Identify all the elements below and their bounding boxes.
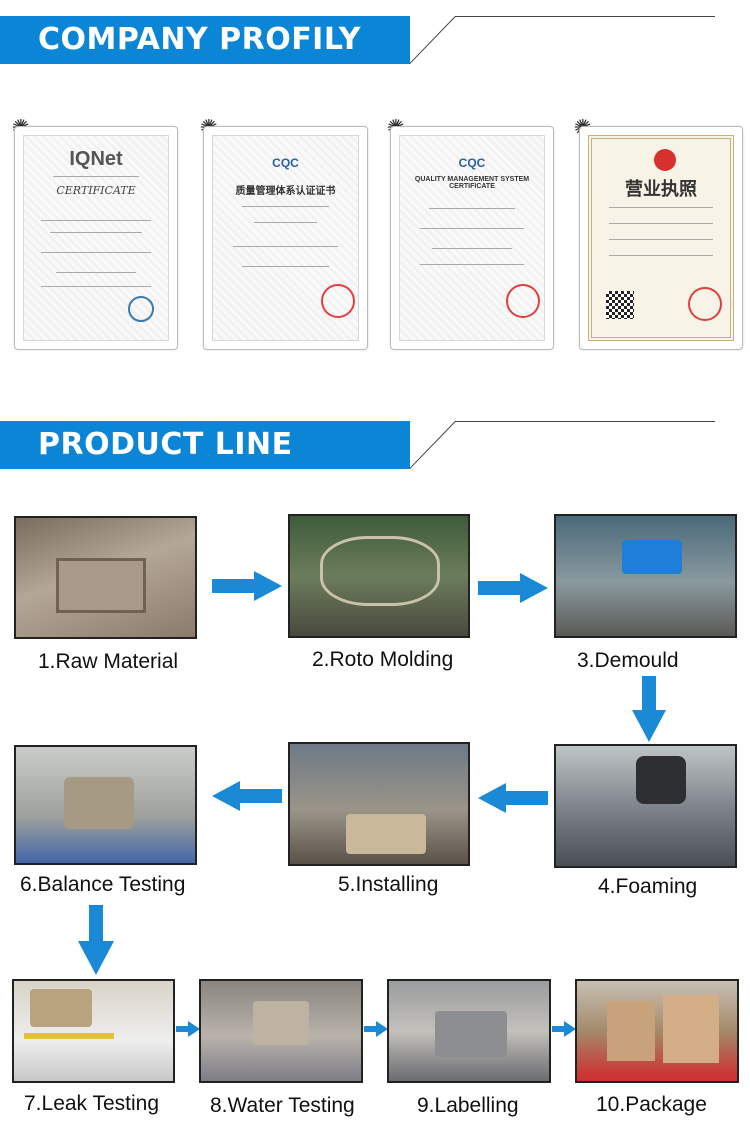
certificate-title: QUALITY MANAGEMENT SYSTEM CERTIFICATE xyxy=(414,176,530,190)
step-label: 4.Foaming xyxy=(598,875,698,898)
banner-rule xyxy=(455,421,715,422)
divider xyxy=(608,239,714,240)
emblem-icon xyxy=(654,149,676,171)
banner-rule xyxy=(455,16,715,17)
divider xyxy=(49,232,143,233)
arrow-right-small-icon xyxy=(364,1021,388,1037)
divider xyxy=(420,228,524,229)
photo-balance-testing xyxy=(14,745,197,865)
divider xyxy=(242,206,329,207)
arrow-down-icon xyxy=(632,676,666,744)
photo-package xyxy=(575,979,739,1083)
arrow-right-icon xyxy=(478,573,548,603)
photo-roto-molding xyxy=(288,514,470,638)
arrow-right-small-icon xyxy=(176,1021,200,1037)
step-label: 2.Roto Molding xyxy=(312,648,454,671)
seal-icon xyxy=(321,284,355,318)
certificate-cqc-chinese: CQC 质量管理体系认证证书 xyxy=(203,126,368,350)
qr-code-icon xyxy=(606,291,634,319)
photo-water-testing xyxy=(199,979,363,1083)
step-label: 8.Water Testing xyxy=(210,1094,355,1117)
certificate-logo: CQC xyxy=(272,156,299,170)
banner-diagonal xyxy=(409,16,456,65)
seal-icon xyxy=(688,287,722,321)
step-label: 6.Balance Testing xyxy=(20,873,186,896)
product-line-banner: PRODUCT LINE xyxy=(0,421,410,469)
divider xyxy=(608,207,714,208)
step-label: 10.Package xyxy=(596,1093,707,1116)
certificate-logo: IQNet xyxy=(69,148,123,170)
arrow-down-icon xyxy=(78,905,114,975)
divider xyxy=(55,272,137,273)
certificate-iqnet: IQNet CERTIFICATE xyxy=(14,126,178,350)
photo-raw-material xyxy=(14,516,197,639)
certificate-title: 质量管理体系认证证书 xyxy=(235,186,336,197)
product-line-title: PRODUCT LINE xyxy=(38,427,293,462)
certificate-logo: CQC xyxy=(458,156,486,170)
photo-demould xyxy=(554,514,737,638)
step-label: 9.Labelling xyxy=(417,1094,519,1117)
divider xyxy=(52,176,140,177)
arrow-left-icon xyxy=(212,781,282,811)
banner-diagonal xyxy=(409,421,456,470)
step-label: 3.Demould xyxy=(577,649,679,672)
photo-leak-testing xyxy=(12,979,175,1083)
photo-labelling xyxy=(387,979,551,1083)
divider xyxy=(431,248,513,249)
arrow-right-small-icon xyxy=(552,1021,576,1037)
certificate-business-license: 营业执照 xyxy=(579,126,743,350)
company-profile-title: COMPANY PROFILY xyxy=(38,22,362,57)
arrow-right-icon xyxy=(212,571,282,601)
divider xyxy=(253,222,318,223)
step-label: 5.Installing xyxy=(338,873,439,896)
divider xyxy=(420,264,524,265)
seal-icon xyxy=(506,284,540,318)
step-label: 7.Leak Testing xyxy=(24,1092,160,1115)
divider xyxy=(242,266,329,267)
photo-installing xyxy=(288,742,470,866)
certificate-cqc-english: CQC QUALITY MANAGEMENT SYSTEM CERTIFICAT… xyxy=(390,126,554,350)
step-label: 1.Raw Material xyxy=(38,650,179,673)
divider xyxy=(233,246,338,247)
divider xyxy=(41,286,151,287)
divider xyxy=(41,220,151,221)
company-profile-banner: COMPANY PROFILY xyxy=(0,16,410,64)
divider xyxy=(41,252,151,253)
certificate-title: CERTIFICATE xyxy=(56,184,136,197)
seal-icon xyxy=(128,296,154,322)
photo-foaming xyxy=(554,744,737,868)
divider xyxy=(428,208,516,209)
certificate-title: 营业执照 xyxy=(625,179,697,199)
arrow-left-icon xyxy=(478,783,548,813)
divider xyxy=(608,223,714,224)
divider xyxy=(608,255,714,256)
